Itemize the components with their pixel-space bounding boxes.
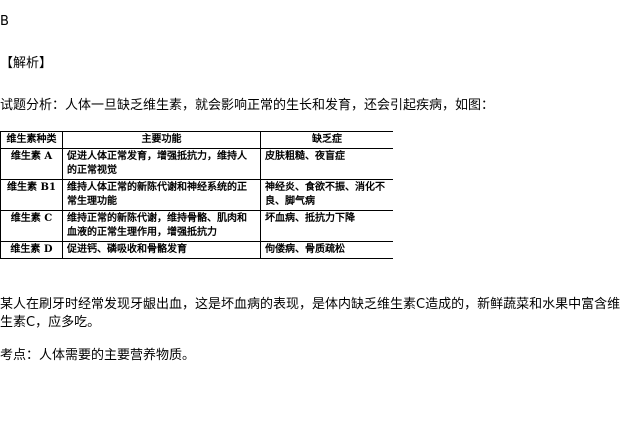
intro-text: 试题分析：人体一旦缺乏维生素，就会影响正常的生长和发育，还会引起疾病，如图： (0, 98, 495, 113)
explanation-text: 某人在刷牙时经常发现牙龈出血，这是坏血病的表现，是体内缺乏维生素C造成的，新鲜蔬… (0, 297, 621, 330)
knowledge-point-text: 考点：人体需要的主要营养物质。 (0, 348, 196, 363)
analysis-heading: 【解析】 (0, 56, 53, 71)
table-header-cell: 缺乏症 (260, 131, 393, 149)
vitamin-name-cell: 维生素 D (0, 241, 63, 259)
deficiency-cell: 神经炎、食欲不振、消化不良、脚气病 (260, 179, 393, 211)
function-cell: 维持正常的新陈代谢，维持骨骼、肌肉和血液的正常生理作用，增强抵抗力 (62, 210, 261, 242)
vitamin-name-cell: 维生素 A (0, 148, 63, 180)
table-header-cell: 维生素种类 (0, 131, 63, 149)
deficiency-cell: 佝偻病、骨质疏松 (260, 241, 393, 259)
deficiency-cell: 坏血病、抵抗力下降 (260, 210, 393, 242)
vitamin-table: 维生素种类 主要功能 缺乏症 维生素 A 促进人体正常发育，增强抵抗力，维持人的… (0, 131, 393, 259)
function-cell: 促进人体正常发育，增强抵抗力，维持人的正常视觉 (62, 148, 261, 180)
answer-text: B (0, 14, 9, 29)
table-row: 维生素 B1 维持人体正常的新陈代谢和神经系统的正常生理功能 神经炎、食欲不振、… (0, 179, 393, 211)
table-row: 维生素 A 促进人体正常发育，增强抵抗力，维持人的正常视觉 皮肤粗糙、夜盲症 (0, 148, 393, 180)
table-row: 维生素 C 维持正常的新陈代谢，维持骨骼、肌肉和血液的正常生理作用，增强抵抗力 … (0, 210, 393, 242)
table-row: 维生素 D 促进钙、磷吸收和骨骼发育 佝偻病、骨质疏松 (0, 241, 393, 259)
deficiency-cell: 皮肤粗糙、夜盲症 (260, 148, 393, 180)
vitamin-name-cell: 维生素 C (0, 210, 63, 242)
function-cell: 维持人体正常的新陈代谢和神经系统的正常生理功能 (62, 179, 261, 211)
vitamin-table-image: 维生素种类 主要功能 缺乏症 维生素 A 促进人体正常发育，增强抵抗力，维持人的… (0, 131, 393, 272)
vitamin-name-cell: 维生素 B1 (0, 179, 63, 211)
function-cell: 促进钙、磷吸收和骨骼发育 (62, 241, 261, 259)
table-header-row: 维生素种类 主要功能 缺乏症 (0, 131, 393, 149)
table-header-cell: 主要功能 (62, 131, 261, 149)
